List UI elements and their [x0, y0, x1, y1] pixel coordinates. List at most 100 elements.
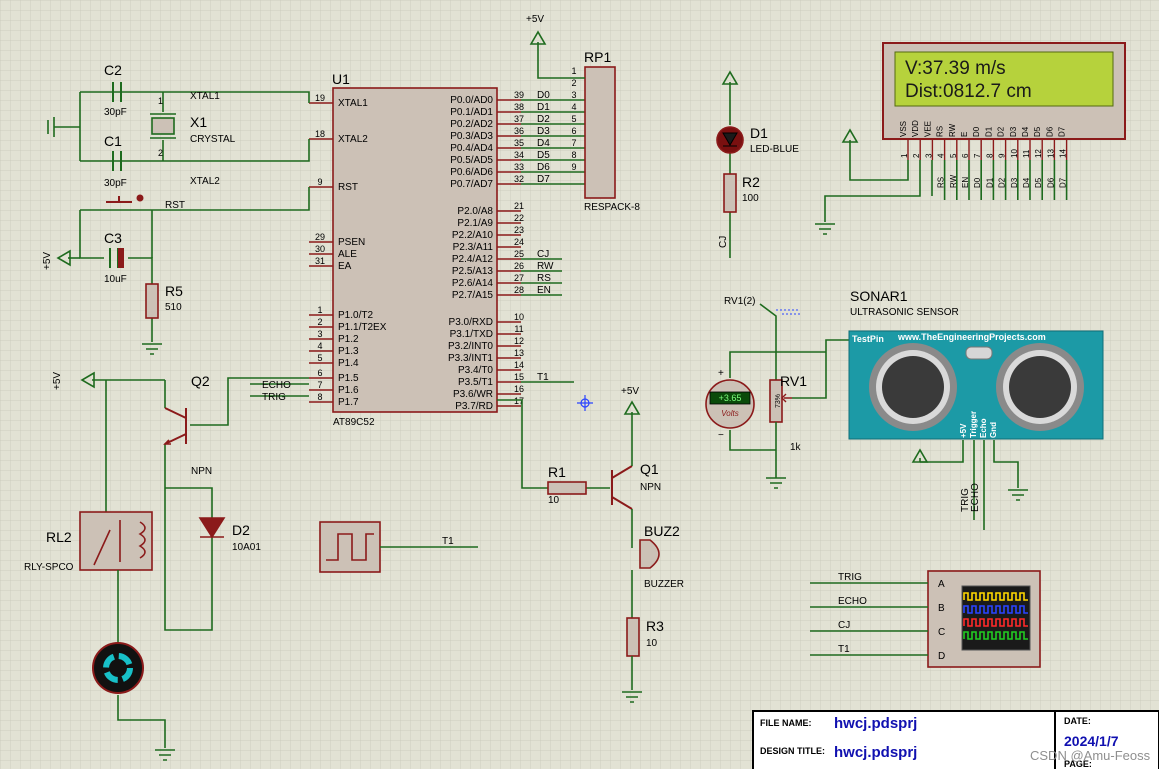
u1-pin-number: 28	[514, 285, 524, 295]
reset-circuit[interactable]: RST C3 10uF R5 510 +5V	[42, 187, 310, 355]
u1-pin-number: 32	[514, 174, 524, 184]
buz-part: BUZZER	[644, 579, 684, 590]
u1-pin-number: 14	[514, 360, 524, 370]
lcd-net-label: RS	[937, 177, 946, 188]
q1-vcc-label: +5V	[621, 386, 639, 397]
rp1-pin-number: 9	[571, 162, 576, 172]
u1-pin-number: 34	[514, 150, 524, 160]
rl2-part: RLY-SPCO	[24, 562, 74, 573]
u1-net-label: D4	[537, 138, 550, 149]
u1-ref: U1	[332, 71, 350, 87]
u1-pin-number: 7	[317, 380, 322, 390]
u1-pin-number: 11	[514, 324, 523, 334]
u1-pin-name: P0.6/AD6	[450, 167, 493, 178]
lcd-display[interactable]: V:37.39 m/s Dist:0812.7 cm VSS1VDD2VEE3R…	[815, 42, 1126, 235]
r5-value: 510	[165, 302, 182, 313]
lcd-net-label: D1	[985, 177, 994, 188]
lcd-pin-name: D2	[997, 126, 1006, 137]
r2-value: 100	[742, 193, 759, 204]
net-xtal2: XTAL2	[190, 176, 220, 187]
crystal-circuit[interactable]: C2 30pF C1 30pF 1 2 X1 CRYSTAL XTAL1 XTA…	[47, 62, 310, 189]
x1-pin2: 2	[158, 148, 163, 158]
voltmeter-unit: Volts	[721, 409, 739, 418]
u1-pin-name: P3.2/INT0	[448, 341, 493, 352]
lcd-pin-name: E	[960, 132, 969, 137]
u1-pin-name: P1.1/T2EX	[338, 322, 387, 333]
u1-pin-name: P3.7/RD	[455, 401, 493, 412]
c1-ref: C1	[104, 133, 122, 149]
u1-pin-number: 33	[514, 162, 524, 172]
u1-net-label: D2	[537, 114, 550, 125]
sonar-testpin: TestPin	[852, 334, 884, 344]
u1-pin-number: 23	[514, 225, 524, 235]
u1-pin-name: P0.7/AD7	[450, 179, 493, 190]
u1-pin-number: 19	[315, 93, 325, 103]
d2-ref: D2	[232, 522, 250, 538]
sonar-website: www.TheEngineeringProjects.com	[897, 332, 1046, 342]
scope-channel-label: A	[938, 579, 945, 590]
rv1-percent: 73%	[775, 394, 782, 408]
sonar-pin-label: Gnd	[989, 422, 998, 438]
lcd-pin-name: RW	[948, 123, 957, 137]
u1-pin-name: EA	[338, 261, 352, 272]
vcc-arrow-icon	[529, 30, 547, 45]
potentiometer-circuit[interactable]: RV1(2) 73% RV1 1k +3.65 Volts + −	[705, 296, 850, 489]
u1-pin-number: 29	[315, 232, 325, 242]
relay-circuit[interactable]: +5V Q2 NPN RL2 RLY-SPCO D2 10A01	[24, 372, 261, 761]
lcd-line-1: V:37.39 m/s	[905, 58, 1006, 79]
scope-channel-label: C	[938, 627, 945, 638]
u1-pin-number: 8	[317, 392, 322, 402]
sonar-pin-label: +5V	[959, 423, 968, 438]
crystal-x1-icon	[151, 117, 175, 135]
lcd-pin-name: D0	[972, 126, 981, 137]
c3-ref: C3	[104, 230, 122, 246]
led-circuit[interactable]: D1 LED-BLUE R2 100 CJ	[716, 70, 799, 258]
lcd-pin-number: 12	[1034, 149, 1043, 158]
resistor-r3-icon	[626, 617, 640, 657]
scope-trace	[963, 631, 1028, 640]
reset-vcc-label: +5V	[42, 252, 53, 270]
file-name: hwcj.pdsprj	[834, 715, 917, 732]
u1-part: AT89C52	[333, 417, 375, 428]
vcc-arrow-icon	[911, 448, 929, 463]
ground-icon	[622, 691, 642, 703]
sonar-transducer-right	[996, 343, 1084, 431]
scope-input-net: TRIG	[838, 572, 862, 583]
u1-pin-name: P1.6	[338, 385, 359, 396]
q1-ref: Q1	[640, 461, 659, 477]
net-rst: RST	[165, 200, 185, 211]
u1-pin-name: P2.5/A13	[452, 266, 494, 277]
u1-pin-number: 9	[317, 177, 322, 187]
u1-pin-number: 39	[514, 90, 524, 100]
u1-pin-number: 6	[317, 368, 322, 378]
clock-generator[interactable]: T1	[319, 521, 478, 573]
lcd-pin-number: 4	[937, 153, 946, 158]
d2-value: 10A01	[232, 542, 261, 553]
u1-pin-number: 35	[514, 138, 524, 148]
u1-net-label: CJ	[537, 249, 549, 260]
ground-icon	[1008, 489, 1028, 501]
buzzer-circuit[interactable]: R1 10 Q1 NPN +5V BUZ2 BUZZER R3 10	[497, 386, 684, 703]
clock-source-icon	[319, 521, 381, 573]
u1-pin-name: P0.3/AD3	[450, 131, 493, 142]
lcd-pin-name: RS	[936, 126, 945, 137]
rp1-part: RESPACK-8	[584, 202, 640, 213]
ultrasonic-sensor[interactable]: SONAR1 ULTRASONIC SENSOR TestPin www.The…	[848, 288, 1104, 530]
net-xtal1: XTAL1	[190, 91, 220, 102]
u1-pin-number: 12	[514, 336, 524, 346]
lcd-pin-number: 11	[1022, 149, 1031, 158]
scope-trace	[963, 605, 1028, 614]
resistor-r1-icon	[547, 481, 587, 495]
rp1-pin-number: 7	[571, 138, 576, 148]
q1-type: NPN	[640, 482, 661, 493]
u1-pin-number: 37	[514, 114, 524, 124]
rp1-pin-number: 3	[571, 90, 576, 100]
lcd-net-label: D7	[1059, 177, 1068, 188]
ground-icon	[766, 477, 786, 489]
ground-icon	[47, 117, 60, 137]
u1-pin-name: P1.7	[338, 397, 359, 408]
u1-pin-name: P1.3	[338, 346, 359, 357]
